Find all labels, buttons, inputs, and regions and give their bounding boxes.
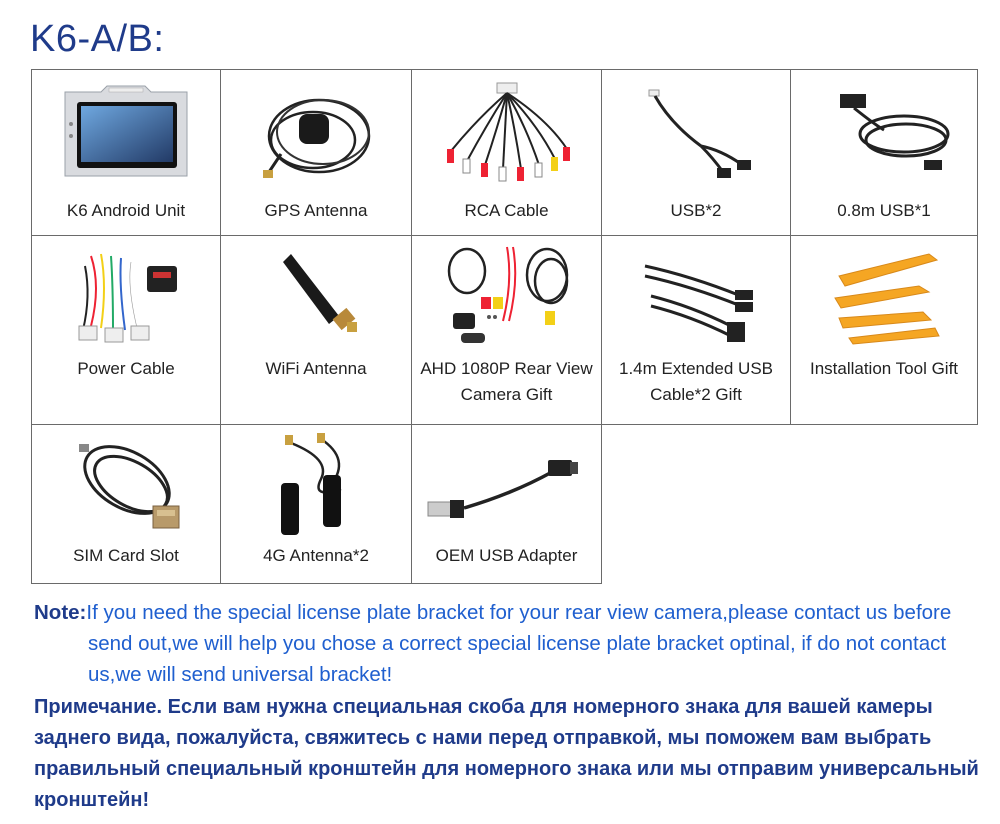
rca-cable-icon	[446, 82, 570, 182]
note-english: Note:If you need the special license pla…	[34, 597, 984, 690]
item-usb-0-8m: 0.8m USB*1	[790, 69, 978, 236]
item-label: OEM USB Adapter	[435, 546, 578, 565]
item-label: SIM Card Slot	[73, 546, 179, 565]
gps-antenna-icon	[263, 98, 371, 178]
usb-adapter-icon	[427, 460, 578, 518]
item-label: 1.4m Extended USB Cable*2 Gift	[618, 359, 774, 404]
usb-extension-icon	[644, 264, 753, 342]
usb-cable-icon	[840, 94, 950, 170]
power-cable-icon	[78, 253, 177, 343]
4g-antenna-icon	[281, 433, 342, 535]
item-installation-tool: Installation Tool Gift	[790, 235, 978, 425]
item-usb-2: USB*2	[601, 69, 791, 236]
item-label: 4G Antenna*2	[263, 546, 369, 565]
item-label: 0.8m USB*1	[837, 201, 931, 220]
item-oem-usb-adapter: OEM USB Adapter	[411, 424, 602, 584]
item-label: WiFi Antenna	[265, 359, 367, 378]
item-usb-extension: 1.4m Extended USB Cable*2 Gift	[601, 235, 791, 425]
rear-camera-icon	[447, 246, 568, 343]
usb-cable-icon	[648, 89, 751, 178]
item-label: Installation Tool Gift	[809, 359, 959, 378]
item-label: GPS Antenna	[264, 201, 368, 220]
item-sim-slot: SIM Card Slot	[31, 424, 221, 584]
wifi-antenna-icon	[283, 254, 357, 332]
item-label: Power Cable	[77, 359, 175, 378]
item-wifi-antenna: WiFi Antenna	[220, 235, 412, 425]
item-4g-antenna: 4G Antenna*2	[220, 424, 412, 584]
page-title: K6-A/B:	[30, 18, 165, 60]
item-label: RCA Cable	[464, 201, 549, 220]
item-power-cable: Power Cable	[31, 235, 221, 425]
sim-slot-icon	[79, 444, 180, 529]
note-russian: Примечание. Если вам нужна специальная с…	[34, 696, 979, 811]
item-label: AHD 1080P Rear View Camera Gift	[420, 359, 593, 404]
item-rear-camera: AHD 1080P Rear View Camera Gift	[411, 235, 602, 425]
pry-tools-icon	[834, 253, 940, 345]
package-contents-grid: K6 Android Unit GPS Antenna	[31, 69, 978, 584]
note-text: If you need the special license plate br…	[86, 601, 952, 686]
note-key: Note:	[34, 601, 87, 624]
item-android-unit: K6 Android Unit	[31, 69, 221, 236]
item-gps-antenna: GPS Antenna	[220, 69, 412, 236]
item-rca-cable: RCA Cable	[411, 69, 602, 236]
android-unit-icon	[64, 85, 188, 177]
item-label: USB*2	[670, 201, 722, 220]
item-label: K6 Android Unit	[66, 201, 186, 220]
